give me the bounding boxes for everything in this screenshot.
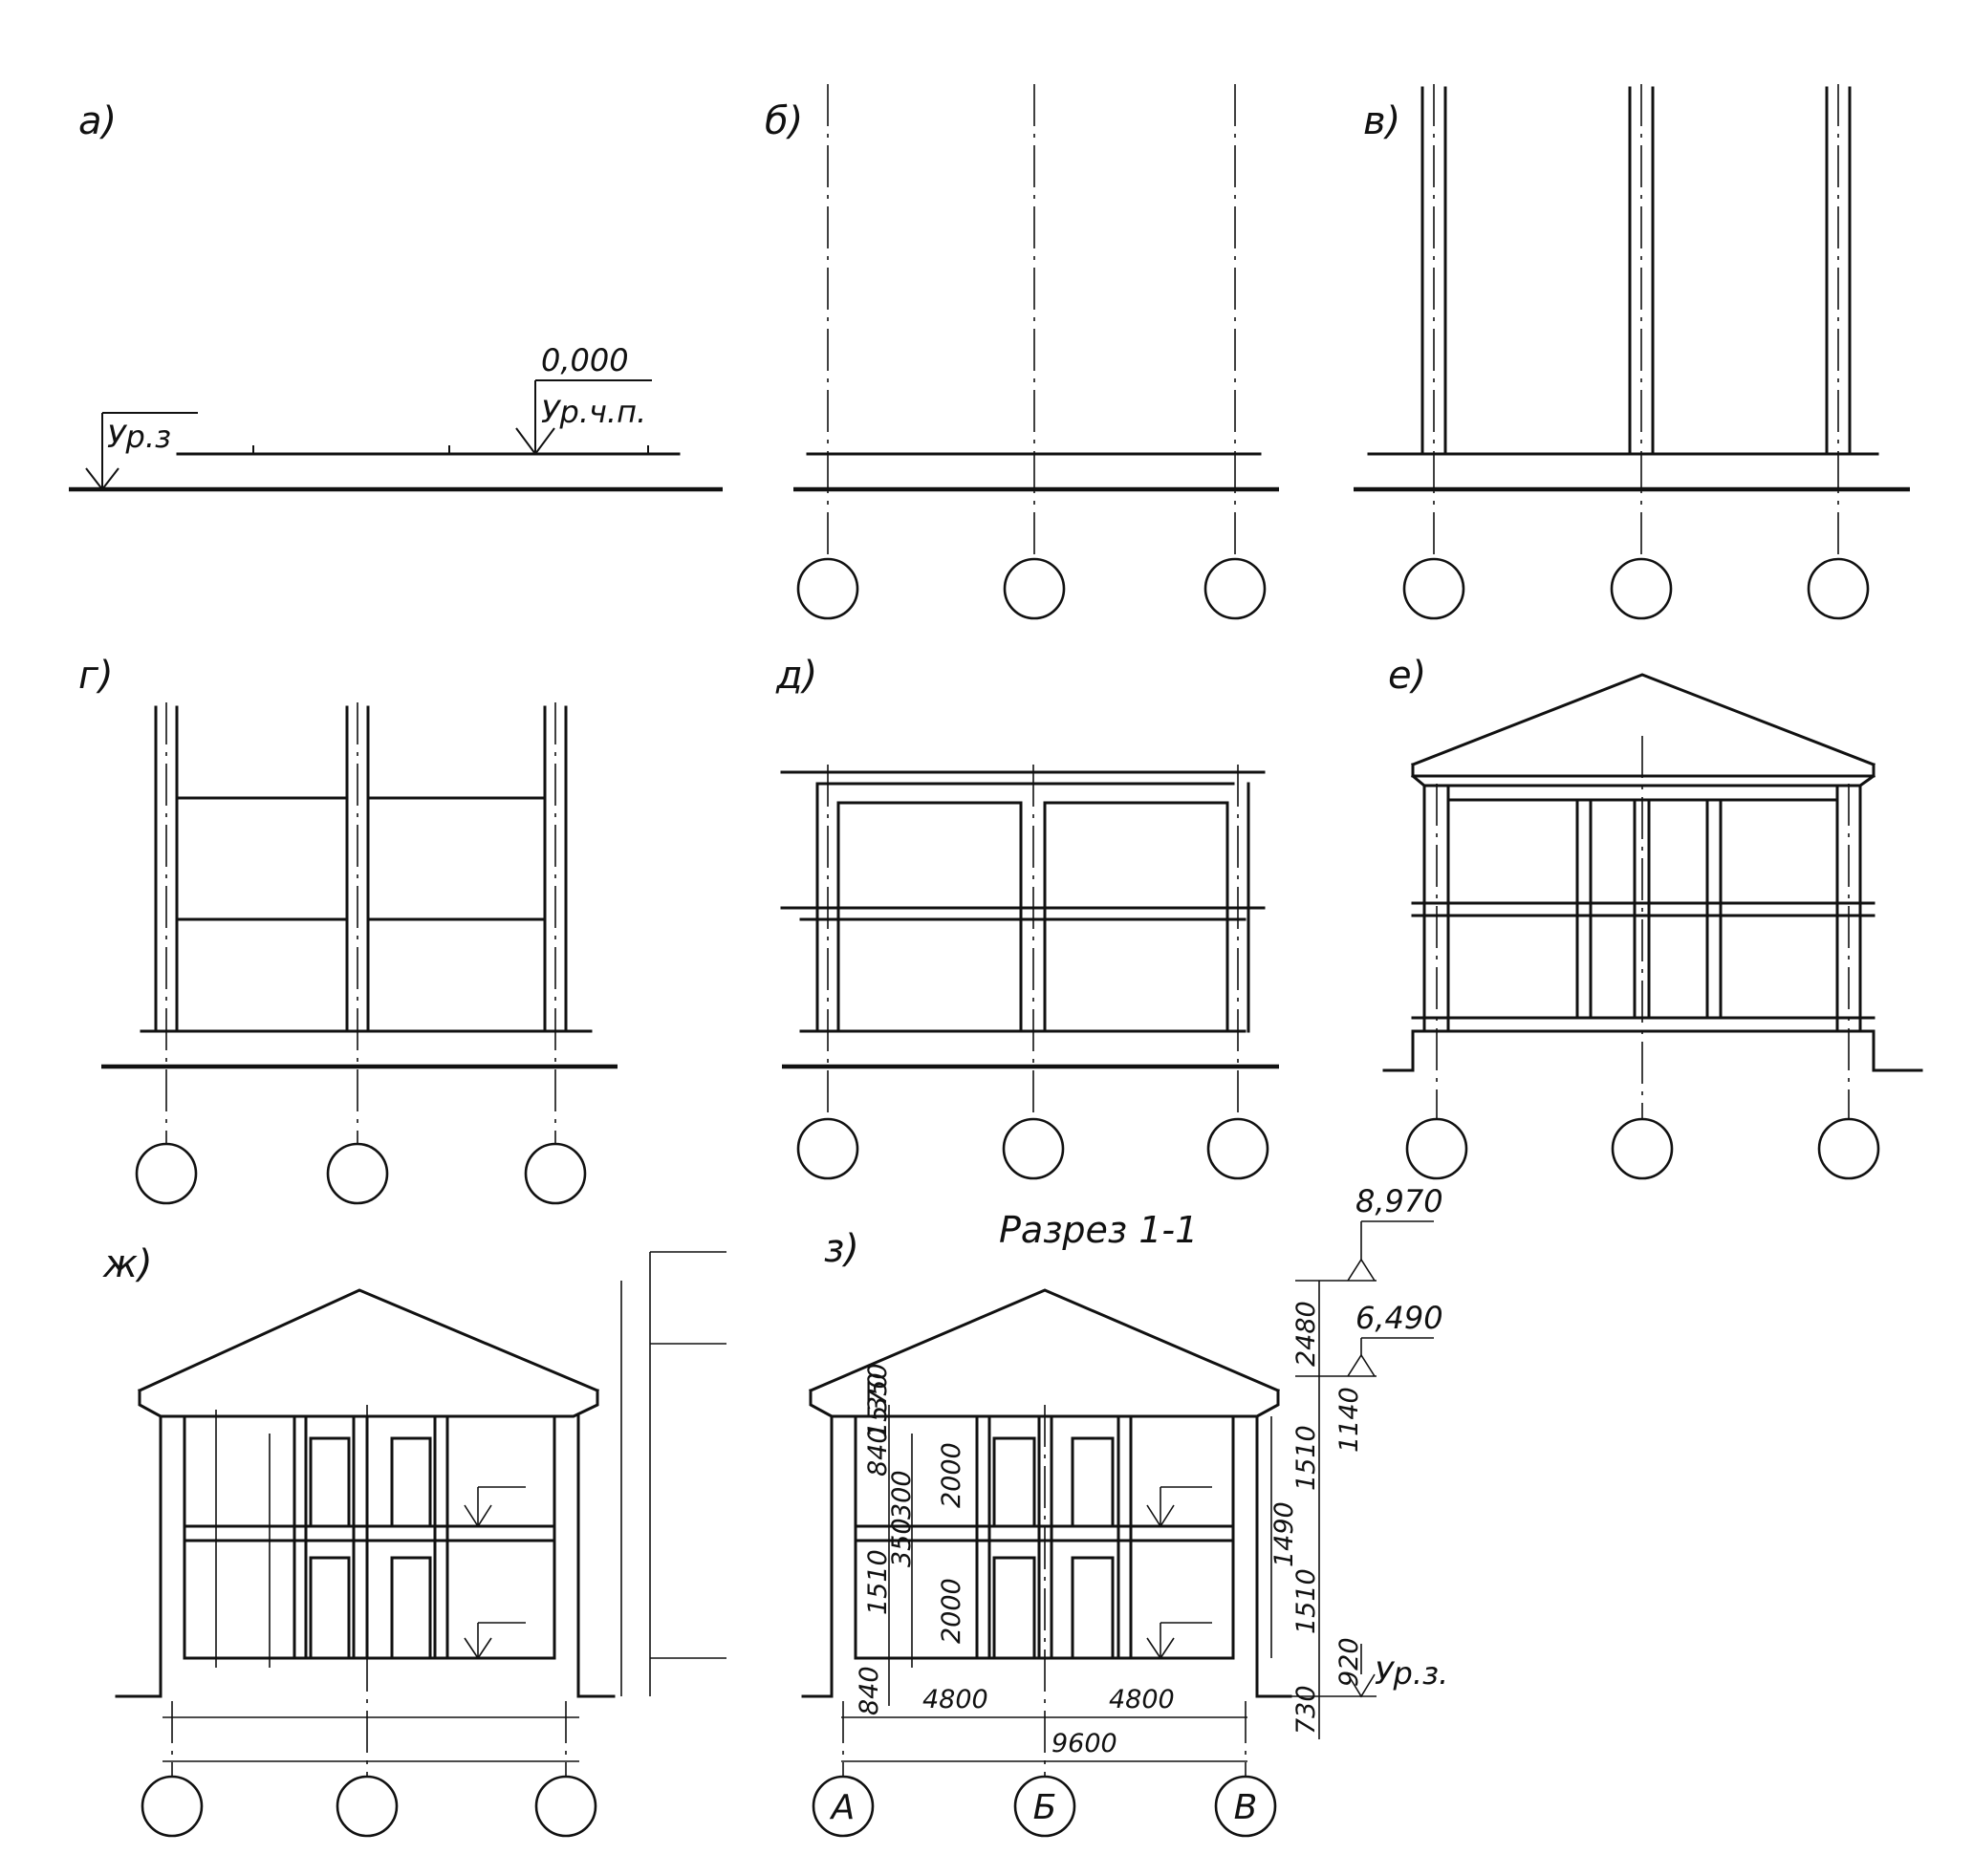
axis-label-a: А (830, 1788, 856, 1827)
panel-z: з) Разрез 1-1 350 840 1570 300 2000 350 … (801, 1183, 1448, 1838)
elevation-ground-label: Ур.з. (1375, 1655, 1448, 1692)
panel-d: д) (775, 654, 1279, 1180)
dim-left-5: 350 (887, 1518, 917, 1567)
dim-left-3: 300 (887, 1470, 917, 1520)
panel-e: е) (1382, 654, 1923, 1180)
dim-bottom-2: 9600 (1052, 1729, 1117, 1758)
panel-label-a: а) (78, 99, 117, 143)
ground-level-label: Ур.з (107, 419, 171, 455)
dim-right-4: 1510 (1291, 1568, 1321, 1634)
dim-right-5: 920 (1334, 1637, 1364, 1687)
panel-label-zh: ж) (102, 1242, 153, 1286)
axis-label-v: В (1234, 1788, 1258, 1827)
panel-label-g: г) (78, 654, 114, 698)
panel-label-d: д) (775, 654, 817, 698)
dim-left-7: 2000 (937, 1578, 966, 1644)
panel-zh: ж) (102, 1242, 726, 1838)
panel-label-v: в) (1363, 99, 1400, 143)
dim-left-0: 350 (863, 1363, 893, 1412)
dim-right-0: 2480 (1291, 1301, 1321, 1367)
dim-bottom-0: 4800 (922, 1685, 988, 1714)
elevation-ground: Ур.з. (1290, 1644, 1448, 1698)
panel-g: г) (78, 654, 618, 1205)
panel-label-b: б) (765, 99, 803, 143)
panel-label-z: з) (824, 1227, 859, 1271)
elevation-ridge-label: 8,970 (1355, 1183, 1443, 1219)
dim-left-1: 840 (863, 1427, 893, 1477)
axis-bubble-a: А (812, 1775, 875, 1838)
dim-left-6: 1510 (863, 1549, 893, 1615)
dim-right-2: 1510 (1291, 1425, 1321, 1491)
ground-level-marker: Ур.з (85, 412, 198, 491)
axis-bubble-v: В (1214, 1775, 1277, 1838)
floor-level-marker: 0,000 Ур.ч.п. (515, 342, 652, 456)
panel-v: в) (1354, 84, 1910, 620)
dim-left-4: 2000 (937, 1442, 966, 1508)
panel-label-e: е) (1388, 654, 1426, 698)
dim-right-3: 1490 (1269, 1501, 1299, 1567)
floor-level-label: Ур.ч.п. (541, 394, 646, 430)
dim-left-2: 1570 (863, 1372, 893, 1438)
section-title: Разрез 1-1 (999, 1209, 1198, 1251)
dim-left-8: 840 (855, 1666, 884, 1715)
elevation-ridge: 8,970 (1347, 1183, 1443, 1282)
floor-mark-label: 0,000 (541, 342, 629, 378)
dim-bottom-1: 4800 (1109, 1685, 1175, 1714)
axis-label-b: Б (1033, 1788, 1057, 1827)
elevation-eaves: 6,490 (1347, 1300, 1443, 1377)
dim-right-1: 1140 (1334, 1387, 1364, 1453)
panel-a: а) Ур.з 0,000 Ур.ч.п. (69, 99, 723, 492)
panel-b: б) (765, 84, 1279, 620)
dim-right-6: 730 (1291, 1685, 1321, 1735)
axis-bubble-b: Б (1013, 1775, 1076, 1838)
elevation-eaves-label: 6,490 (1355, 1300, 1443, 1336)
